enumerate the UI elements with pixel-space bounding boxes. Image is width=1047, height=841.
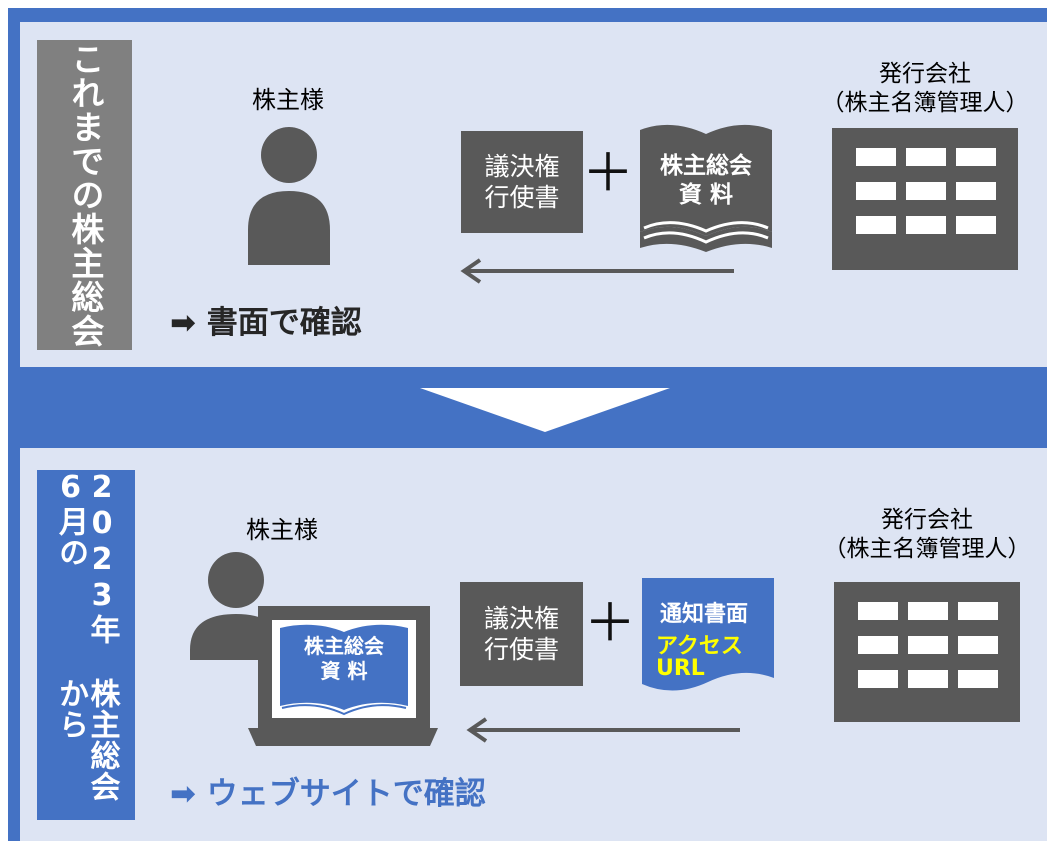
proxy-form-line-1: 議決権 (484, 151, 560, 181)
new-process-side-label: 2023年6月の 株主総会から (37, 470, 135, 820)
plus-sign-new: ＋ (584, 594, 637, 654)
arrow-right-icon-new: ➡ (170, 776, 196, 812)
book-title: 株主総会 資 料 (636, 152, 776, 210)
issuer-label-line-2: （株主名簿管理人） (821, 89, 1029, 116)
book-title-line-2: 資 料 (678, 181, 733, 208)
notice-access-text: アクセス (656, 634, 743, 659)
proxy-form-line-2: 行使書 (484, 183, 560, 212)
laptop-book-title: 株主総会 資 料 (280, 634, 408, 684)
laptop-book-title-line-1: 株主総会 (304, 634, 384, 658)
arrow-right-icon: ➡ (170, 305, 196, 341)
person-with-laptop-icon (190, 552, 438, 746)
shareholder-label-new: 株主様 (246, 516, 318, 544)
left-arrow (460, 258, 734, 284)
proxy-voting-form: 議決権 行使書 (461, 131, 583, 233)
new-process-side-label-digits: 2023年6月の (53, 470, 120, 645)
new-process-side-label-rest: 株主総会から (53, 678, 120, 803)
issuer-label-new-line-1: 発行会社 (881, 507, 973, 533)
issuer-label-new: 発行会社 （株主名簿管理人） (812, 506, 1042, 564)
notice-document-icon (642, 578, 774, 691)
notice-title: 通知書面 (660, 602, 749, 627)
paper-confirm-label: 書面で確認 (206, 305, 362, 341)
person-icon (248, 127, 330, 265)
down-arrow (420, 388, 670, 432)
notice-url-text: URL (656, 656, 705, 681)
website-confirm-text: ➡ ウェブサイトで確認 (170, 768, 486, 813)
building-icon (832, 128, 1018, 270)
issuer-label: 発行会社 （株主名簿管理人） (810, 60, 1040, 118)
open-book-icon (640, 124, 772, 252)
issuer-label-new-line-2: （株主名簿管理人） (823, 535, 1031, 562)
old-process-side-label-text: これまでの株主総会 (65, 42, 105, 348)
issuer-label-line-1: 発行会社 (879, 61, 971, 87)
old-process-side-label: これまでの株主総会 (37, 40, 132, 350)
notice-access-url: アクセス URL (656, 636, 743, 680)
shareholder-label: 株主様 (252, 86, 324, 114)
plus-sign: ＋ (582, 144, 635, 204)
paper-confirm-text: ➡ 書面で確認 (170, 297, 362, 342)
proxy-voting-form-new: 議決権 行使書 (460, 582, 583, 686)
building-icon-new (834, 582, 1020, 722)
website-confirm-label: ウェブサイトで確認 (206, 776, 486, 812)
book-title-line-1: 株主総会 (660, 153, 752, 179)
left-arrow-new (466, 717, 740, 743)
proxy-form-new-line-1: 議決権 (483, 603, 559, 633)
proxy-form-new-line-2: 行使書 (483, 635, 559, 664)
laptop-book-title-line-2: 資 料 (320, 659, 368, 683)
